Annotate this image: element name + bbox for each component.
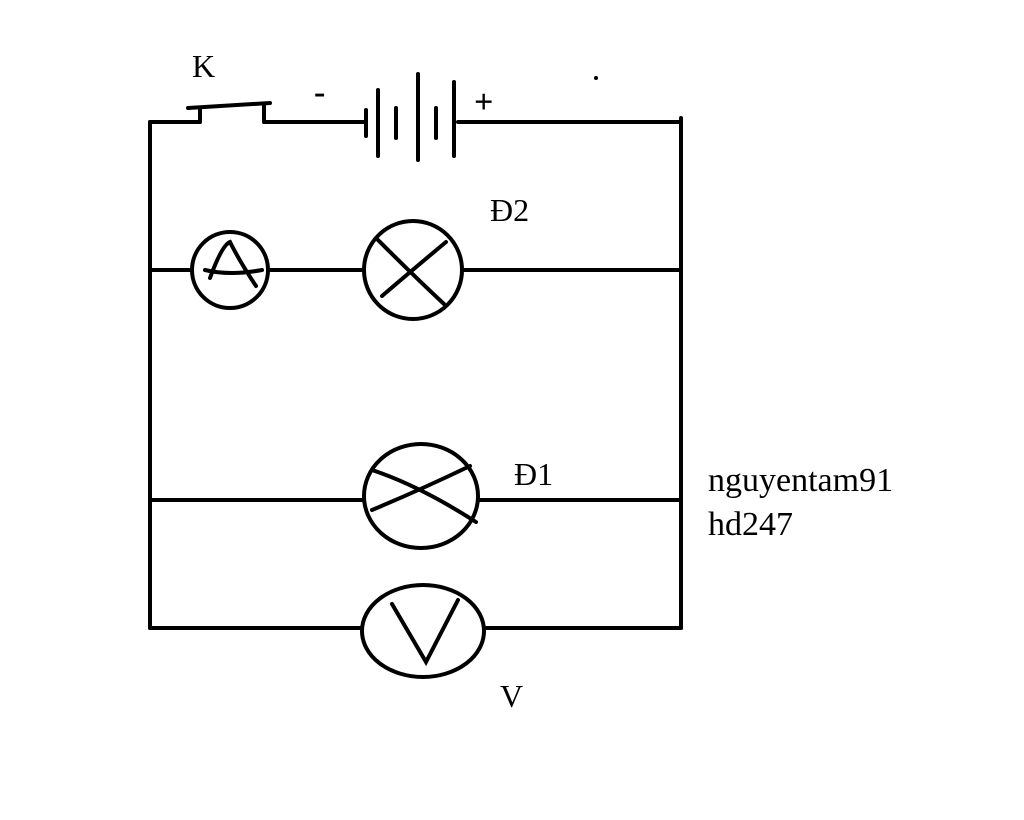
watermark-line-1: nguyentam91 bbox=[708, 462, 894, 499]
lamp-d2 bbox=[362, 219, 464, 321]
switch-k bbox=[186, 101, 272, 124]
lamp-d1 bbox=[362, 442, 480, 550]
voltmeter bbox=[360, 583, 486, 679]
voltmeter-label: V bbox=[500, 678, 524, 714]
watermark-line-2: hd247 bbox=[708, 506, 793, 543]
battery bbox=[364, 72, 456, 162]
battery-positive-label: + bbox=[474, 84, 494, 121]
ammeter bbox=[190, 230, 270, 310]
stray-dot bbox=[594, 76, 598, 80]
lamp-d1-label: Đ1 bbox=[514, 456, 554, 492]
switch-label: K bbox=[192, 48, 216, 84]
lamp-d2-label: Đ2 bbox=[490, 192, 530, 228]
battery-negative-label: - bbox=[314, 74, 326, 111]
